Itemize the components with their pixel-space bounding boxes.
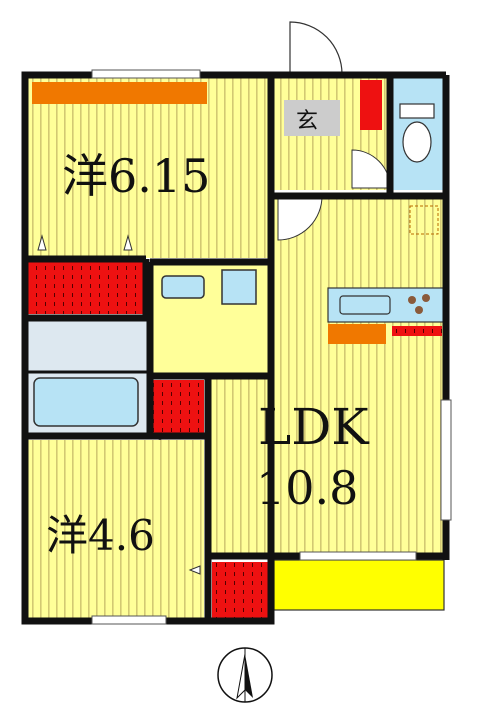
room-western-2 [28, 440, 204, 618]
toilet-tank-icon [399, 103, 435, 119]
counter-orange [328, 324, 386, 344]
balcony [273, 559, 445, 611]
shoe-closet [360, 80, 382, 130]
walls [21, 71, 450, 625]
stove-burner-icon [415, 306, 423, 314]
washing-machine-icon [221, 269, 257, 305]
ldk-door-icon [277, 195, 323, 241]
room-ldk-label: LDK [258, 398, 370, 456]
bathtub-icon [33, 377, 139, 427]
door-arrow-icon [37, 234, 47, 251]
room-ldk [208, 376, 446, 558]
window-bottom [91, 615, 167, 625]
window-ldk [299, 551, 417, 561]
room-western-2-label: 洋4.6 [46, 511, 155, 560]
entrance [284, 100, 340, 136]
north-compass-icon [217, 647, 273, 703]
toilet-bowl-icon [402, 121, 432, 163]
closet-center [152, 380, 204, 434]
sink-icon [161, 275, 205, 299]
room-western-1-label: 洋6.15 [62, 149, 210, 203]
door-arrow-icon [188, 565, 201, 575]
window-ldk-side [440, 399, 452, 521]
stove-burner-icon [422, 294, 430, 302]
room-western-1 [28, 78, 268, 258]
kitchen-storage [392, 326, 442, 336]
fridge-space-icon [409, 205, 439, 235]
entrance-label: 玄 [296, 109, 318, 134]
closet-bottom [212, 562, 268, 618]
door-arrow-icon [123, 234, 133, 251]
kitchen-sink-icon [339, 295, 391, 315]
closet-western-1 [28, 258, 146, 314]
window-top [91, 69, 201, 79]
counter-western-1 [32, 82, 207, 104]
entrance-door-icon [289, 21, 343, 75]
stove-burner-icon [408, 296, 416, 304]
